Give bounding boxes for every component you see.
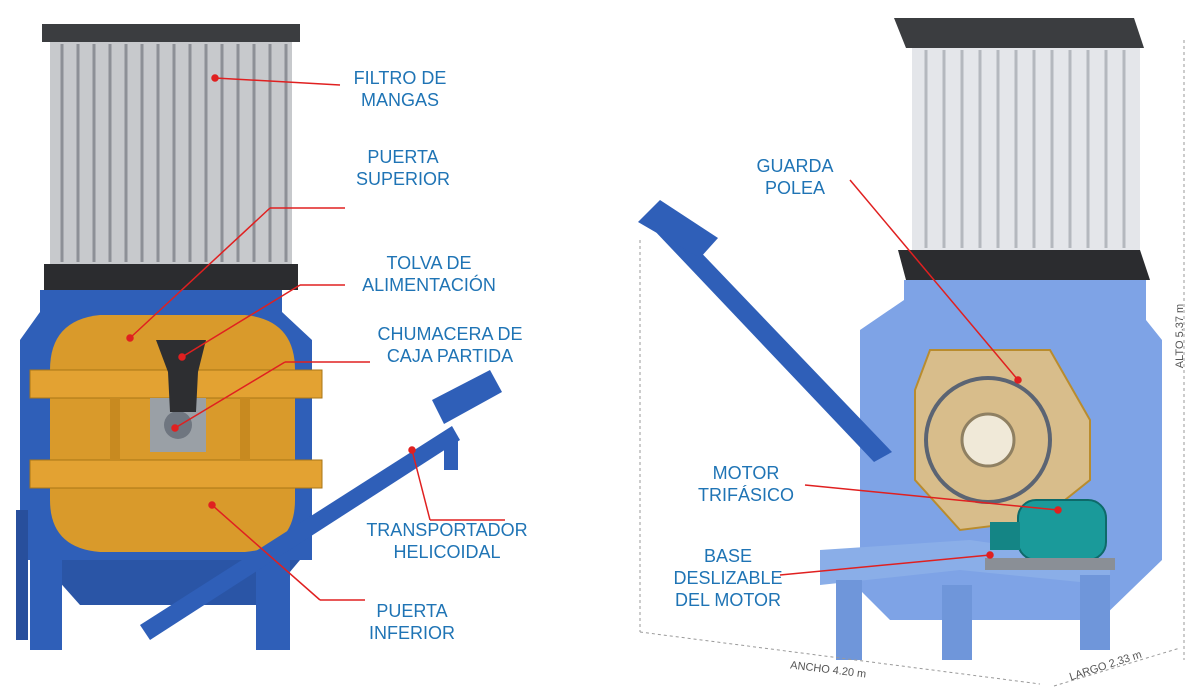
label-filtro-de-mangas: FILTRO DE MANGAS: [338, 67, 462, 111]
label-line: ALIMENTACIÓN: [362, 275, 496, 295]
beam-lower: [29, 459, 323, 489]
label-line: POLEA: [764, 178, 826, 198]
screw-conveyor-tube: [140, 426, 460, 640]
label-line: PUERTA: [376, 601, 448, 621]
label-line: TRIFÁSICO: [697, 485, 794, 505]
dimension-lines: [639, 40, 1185, 687]
label-motor-trifasico: MOTOR TRIFÁSICO: [690, 462, 802, 506]
label-line: SUPERIOR: [355, 169, 451, 189]
conveyor-head: [432, 370, 502, 424]
label-chumacera-caja-partida: CHUMACERA DE CAJA PARTIDA: [360, 323, 540, 367]
label-line: DEL MOTOR: [674, 590, 781, 610]
filter-base-band-right: [898, 250, 1150, 280]
label-puerta-superior: PUERTA SUPERIOR: [348, 146, 458, 190]
label-line: TRANSPORTADOR: [366, 520, 528, 540]
right-machine: [638, 18, 1162, 660]
label-line: MOTOR: [712, 463, 780, 483]
filter-top-plate: [42, 24, 300, 42]
left-machine: [16, 24, 502, 650]
feed-hopper: [156, 340, 206, 412]
label-line: BASE: [703, 546, 753, 566]
label-line: CAJA PARTIDA: [386, 346, 514, 366]
label-line: CHUMACERA DE: [377, 324, 523, 344]
label-line: PUERTA: [367, 147, 439, 167]
motor-sliding-base: [985, 558, 1115, 570]
motor-shaft-end: [990, 522, 1020, 550]
filter-base-band: [44, 264, 298, 290]
frame-leg: [836, 580, 862, 660]
filter-ribs: [60, 44, 288, 262]
conveyor-outlet: [444, 440, 458, 470]
dimension-alto: ALTO 5.37 m: [1174, 303, 1186, 369]
label-tolva-de-alimentacion: TOLVA DE ALIMENTACIÓN: [344, 252, 514, 296]
label-line: GUARDA: [756, 156, 834, 176]
leg-front-left: [30, 545, 62, 650]
leader-lines: [126, 74, 1062, 601]
screw-conveyor-right: [652, 218, 892, 462]
bag-filter: [50, 42, 292, 264]
label-line: FILTRO DE: [353, 68, 447, 88]
motor-body: [1017, 499, 1107, 561]
side-bracket: [16, 510, 28, 640]
label-line: MANGAS: [360, 90, 439, 110]
frame-leg: [942, 585, 972, 660]
label-transportador-helicoidal: TRANSPORTADOR HELICOIDAL: [352, 519, 542, 563]
label-guarda-polea: GUARDA POLEA: [746, 155, 844, 199]
pulley-ring: [924, 376, 1052, 504]
beam-post: [110, 398, 120, 460]
label-line: HELICOIDAL: [393, 542, 501, 562]
conveyor-head-right: [638, 200, 718, 258]
pulley-hub: [960, 412, 1016, 468]
label-puerta-inferior: PUERTA INFERIOR: [360, 600, 464, 644]
filter-top-plate-right: [894, 18, 1144, 48]
bag-filter-right: [912, 48, 1140, 250]
label-base-deslizable-motor: BASE DESLIZABLE DEL MOTOR: [672, 545, 784, 611]
frame-leg: [1080, 575, 1110, 650]
bearing-center: [164, 411, 192, 439]
filter-ribs-right: [924, 50, 1126, 248]
label-line: INFERIOR: [368, 623, 455, 643]
label-line: TOLVA DE: [386, 253, 472, 273]
label-line: DESLIZABLE: [673, 568, 783, 588]
beam-post: [240, 398, 250, 460]
